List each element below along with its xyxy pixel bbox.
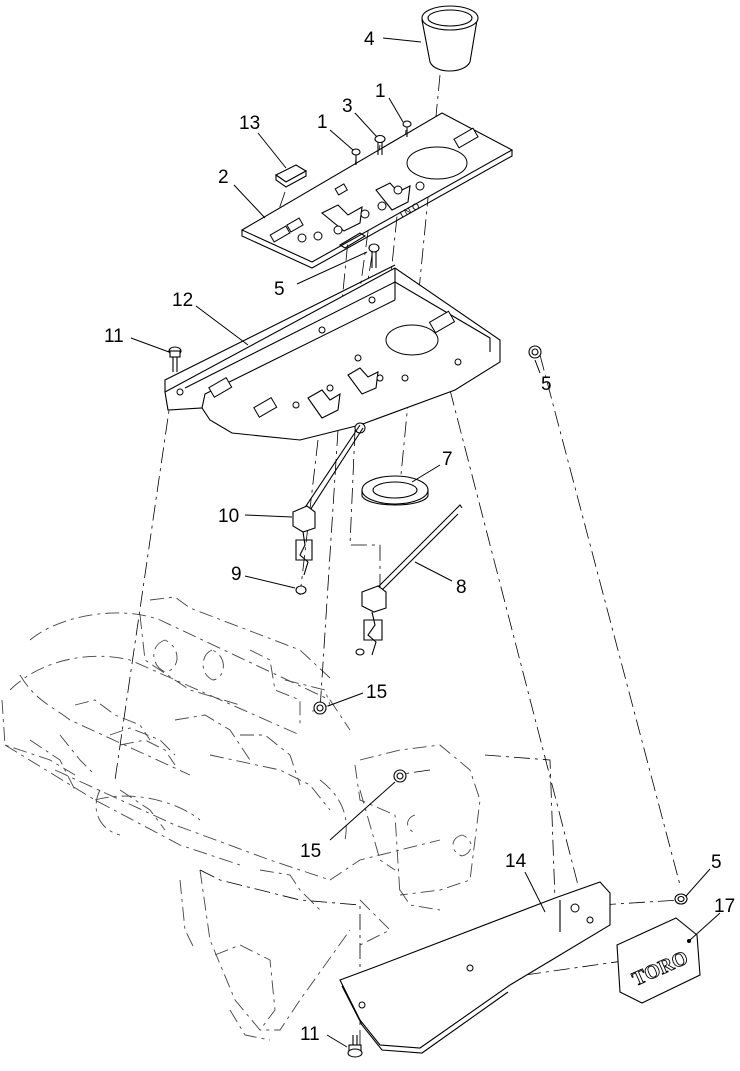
callout-12: 12 — [172, 290, 193, 311]
callout-17: 17 — [714, 896, 735, 917]
screw-11-top — [168, 346, 182, 372]
callout-11-bottom: 11 — [300, 1024, 320, 1045]
cable-switch-assembly — [355, 504, 463, 656]
callout-13: 13 — [239, 113, 260, 134]
callout-2: 2 — [218, 167, 229, 188]
callout-15-upper: 15 — [366, 682, 387, 703]
callout-11-top: 11 — [104, 326, 124, 347]
callout-9: 9 — [231, 564, 242, 585]
bracket-fasteners — [168, 345, 542, 372]
panel-plug — [274, 164, 308, 188]
side-cover — [339, 881, 611, 1054]
callout-5-lower: 5 — [711, 852, 722, 873]
nut-5-lower — [674, 893, 688, 905]
callout-1-right: 1 — [375, 81, 386, 102]
control-panel-bracket — [164, 264, 501, 441]
screw-1-left — [351, 148, 361, 165]
grommet-ring — [361, 475, 429, 506]
screw-3 — [374, 134, 386, 155]
flange-nuts — [313, 701, 407, 783]
screw-5-top — [368, 243, 380, 268]
nut-15-upper — [313, 701, 327, 715]
cup-holder — [421, 5, 479, 72]
callout-3: 3 — [342, 96, 353, 117]
callout-5-right: 5 — [541, 374, 552, 395]
callout-14: 14 — [505, 851, 527, 872]
machine-frame — [1, 596, 481, 1041]
screw-1-right — [402, 120, 412, 137]
panel-screws — [351, 120, 412, 268]
nut-15-lower — [393, 769, 407, 783]
callout-5-top: 5 — [274, 279, 285, 300]
toro-decal: TORO — [616, 917, 701, 1004]
leader-lines — [130, 37, 721, 1048]
callout-7: 7 — [442, 449, 453, 470]
callout-1-left: 1 — [317, 112, 328, 133]
callout-labels: 4 1 3 1 13 2 5 12 11 5 7 10 9 8 15 15 14… — [104, 29, 735, 1045]
callout-15-lower: 15 — [300, 841, 321, 862]
callout-10: 10 — [218, 506, 239, 527]
control-panel-decal: I N O — [240, 112, 514, 269]
nut-5-right — [528, 345, 542, 359]
screw-11-bottom — [347, 1035, 363, 1058]
switch-assembly-left — [292, 424, 364, 595]
callout-8: 8 — [456, 577, 467, 598]
callout-4: 4 — [364, 29, 375, 50]
